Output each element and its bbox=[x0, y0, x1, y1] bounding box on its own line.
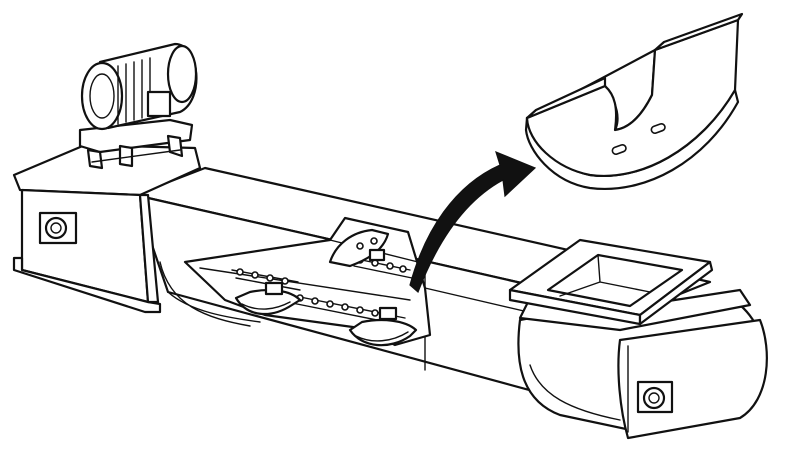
drive-end-housing bbox=[12, 143, 202, 314]
u-shaped-flight-icon bbox=[524, 12, 744, 190]
curved-arrow-icon bbox=[409, 150, 537, 294]
inlet-hopper bbox=[508, 238, 714, 326]
drag-chain bbox=[231, 228, 418, 347]
motor-terminal-box bbox=[146, 90, 172, 118]
flight-paddle-2 bbox=[348, 319, 418, 347]
electric-motor-icon bbox=[78, 42, 198, 170]
